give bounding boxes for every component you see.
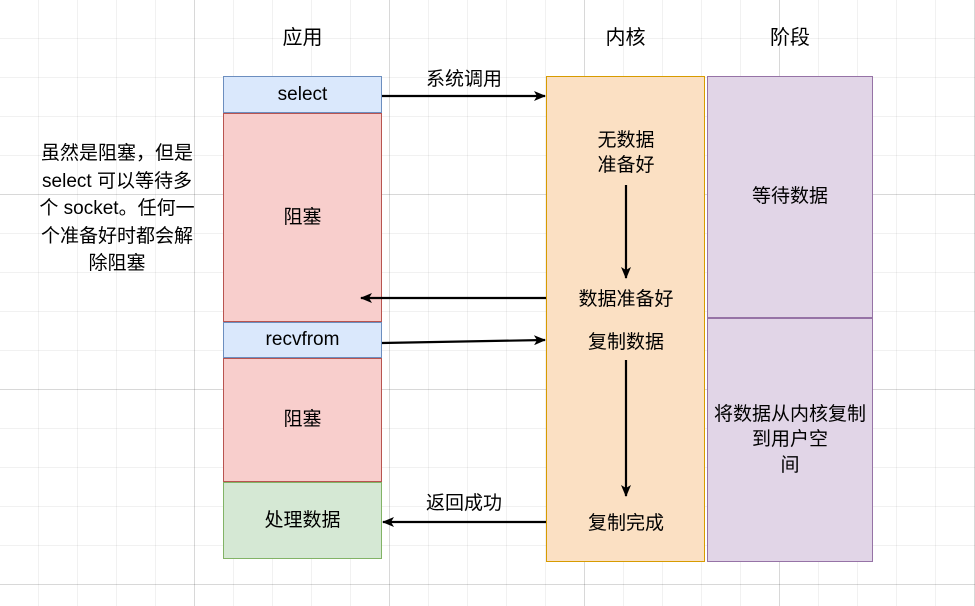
app-box-select-label: select xyxy=(277,83,328,105)
app-box-select[interactable]: select xyxy=(223,76,382,113)
column-header-kernel: 内核 xyxy=(605,27,646,49)
app-box-recvfrom[interactable]: recvfrom xyxy=(223,322,382,358)
syscall-label: 系统调用 xyxy=(425,69,502,90)
column-header-app: 应用 xyxy=(282,27,323,49)
kernel-label-data-ready: 数据准备好 xyxy=(578,289,674,310)
select-note: 虽然是阻塞，但是 select 可以等待多 个 socket。任何一 个准备好时… xyxy=(39,143,195,275)
app-box-process-data-label: 处理数据 xyxy=(264,509,341,531)
arrow-recvfrom xyxy=(381,335,546,346)
stage-box-copy-to-user-label: 将数据从内核复制到用户空 间 xyxy=(714,404,867,476)
app-box-recvfrom-label: recvfrom xyxy=(265,329,340,351)
kernel-label-no-data-ready: 无数据 准备好 xyxy=(597,130,655,177)
app-box-block-2[interactable]: 阻塞 xyxy=(223,358,382,482)
stage-box-copy-to-user[interactable]: 将数据从内核复制到用户空 间 xyxy=(707,318,873,562)
app-box-block-2-label: 阻塞 xyxy=(283,409,322,431)
app-box-block-1-label: 阻塞 xyxy=(283,206,322,228)
stage-box-wait-data[interactable]: 等待数据 xyxy=(707,76,873,318)
app-box-process-data[interactable]: 处理数据 xyxy=(223,482,382,559)
column-header-stage: 阶段 xyxy=(770,27,810,49)
kernel-label-copy-data: 复制数据 xyxy=(587,332,664,353)
stage-box-wait-data-label: 等待数据 xyxy=(751,186,828,208)
return-success-label: 返回成功 xyxy=(425,493,502,514)
app-box-block-1[interactable]: 阻塞 xyxy=(223,113,382,322)
kernel-label-copy-done: 复制完成 xyxy=(587,513,664,534)
